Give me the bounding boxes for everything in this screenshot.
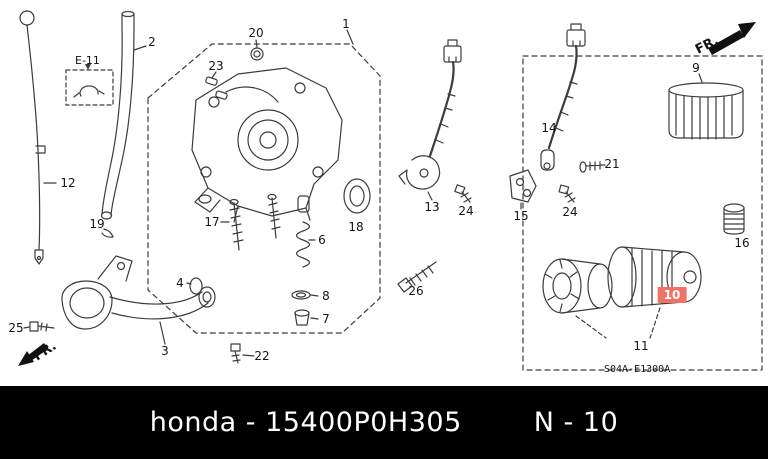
bolt-24b-drawing: [558, 184, 576, 203]
fitting-16-drawing: [723, 203, 745, 235]
e11-label[interactable]: E-11: [75, 54, 100, 67]
part-callout-7-10[interactable]: 7: [322, 312, 330, 326]
bracket-15-drawing: [509, 169, 537, 210]
gasket-4-drawing: [186, 277, 203, 295]
bolt-26-drawing: [397, 261, 437, 293]
part-callout-25-14[interactable]: 25: [8, 321, 24, 335]
part-callout-15-18[interactable]: 15: [513, 209, 529, 223]
part-callout-19-5[interactable]: 19: [89, 217, 105, 231]
part-callout-16-23[interactable]: 16: [734, 236, 750, 250]
fr-arrow-bottom: [18, 343, 48, 366]
oil-filter-9-drawing: [668, 73, 744, 140]
part-callout-9-22[interactable]: 9: [692, 61, 700, 75]
dowel-pins-23-drawing: [205, 71, 228, 100]
part-callout-14-19[interactable]: 14: [541, 121, 557, 135]
fr-arrow-top: [708, 22, 756, 55]
dipstick-drawing: [19, 10, 57, 265]
drawing-code-label: S04A-E1300A: [604, 364, 670, 375]
filter-section-boundary: [522, 55, 763, 371]
part-callout-8-9[interactable]: 8: [322, 289, 330, 303]
washer-8-drawing: [291, 290, 319, 300]
part-callout-2-1[interactable]: 2: [148, 35, 156, 49]
part-callout-10-24[interactable]: 10: [657, 287, 687, 303]
part-callout-12-4[interactable]: 12: [60, 176, 76, 190]
filter-element-11-drawing: [542, 258, 613, 314]
footer-part-number: honda - 15400P0H305: [149, 407, 462, 438]
part-callout-17-6[interactable]: 17: [204, 215, 220, 229]
part-callout-21-20[interactable]: 21: [604, 157, 620, 171]
relief-valve-spring-drawing: [295, 195, 316, 268]
part-callout-26-15[interactable]: 26: [408, 284, 424, 298]
bolt-22-drawing: [230, 343, 255, 364]
part-callout-22-13[interactable]: 22: [254, 349, 270, 363]
oil-strainer-drawing: [61, 255, 216, 345]
filter-11-leaders: [575, 307, 661, 339]
footer-page-ref: N - 10: [533, 407, 619, 438]
part-callout-20-2[interactable]: 20: [248, 26, 264, 40]
plug-7-drawing: [294, 309, 319, 326]
crank-sensor-13-drawing: [398, 39, 462, 201]
part-callout-23-3[interactable]: 23: [208, 59, 224, 73]
cyl-sensor-14-drawing: [540, 23, 586, 171]
part-callout-11-25[interactable]: 11: [633, 339, 649, 353]
part-callout-24-17[interactable]: 24: [458, 204, 474, 218]
studs-17-drawing: [220, 193, 281, 251]
part-callout-24-21[interactable]: 24: [562, 205, 578, 219]
oil-pump-body-drawing: [191, 67, 343, 223]
footer-bar: honda - 15400P0H305 N - 10: [0, 386, 768, 459]
bolt-25-drawing: [23, 321, 55, 332]
part-callout-18-8[interactable]: 18: [348, 220, 364, 234]
oil-pump-boundary: [147, 43, 381, 334]
diagram-artwork: E-11 FR. FR. S04A-E1300A: [18, 10, 763, 375]
oil-seal-18-drawing: [343, 178, 371, 214]
screw-21-drawing: [579, 161, 606, 173]
part-callout-4-11[interactable]: 4: [176, 276, 184, 290]
bolt-24a-drawing: [454, 184, 472, 203]
dipstick-tube-drawing: [100, 10, 147, 238]
oring-20-drawing: [250, 39, 264, 61]
part-callout-13-16[interactable]: 13: [424, 200, 440, 214]
part-callout-1-0[interactable]: 1: [342, 17, 350, 31]
callout-1-leader: [346, 29, 354, 45]
part-callout-3-12[interactable]: 3: [161, 344, 169, 358]
e11-reference-box: [65, 64, 114, 106]
part-callout-6-7[interactable]: 6: [318, 233, 326, 247]
